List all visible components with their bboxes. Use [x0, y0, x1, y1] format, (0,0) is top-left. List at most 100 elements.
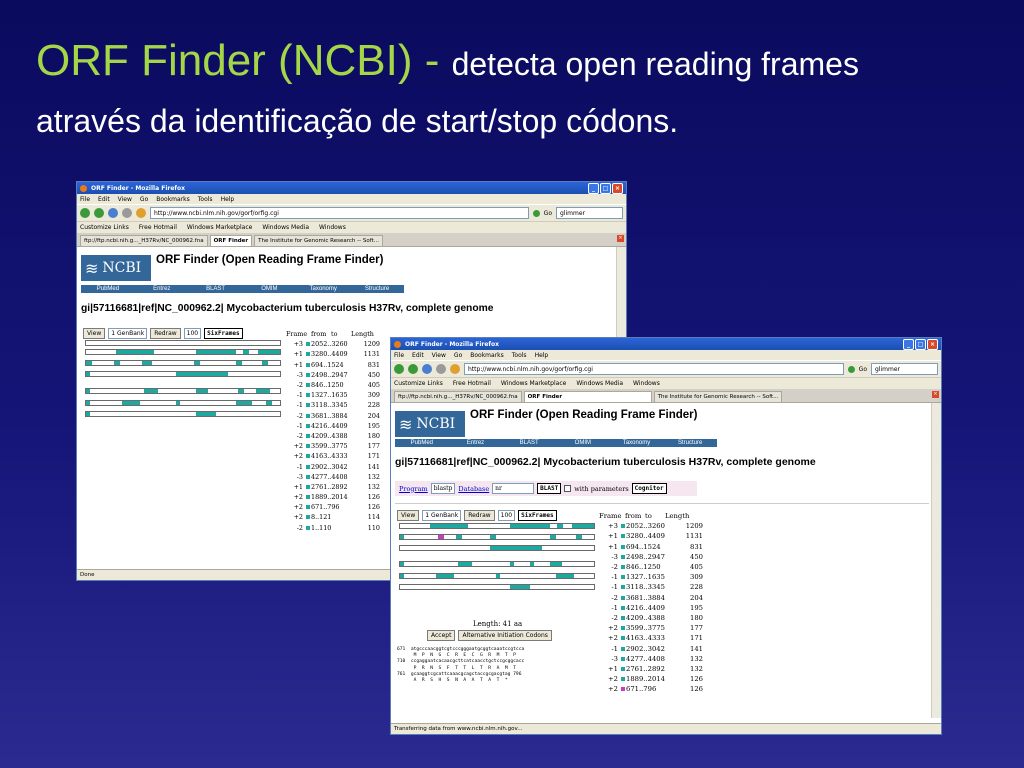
maximize-button[interactable]: □ — [915, 338, 926, 350]
orf-range[interactable]: 2902..3042 — [306, 463, 358, 471]
orf-segment[interactable] — [438, 535, 444, 539]
bookmark-windows-marketplace[interactable]: Windows Marketplace — [186, 224, 253, 231]
orf-range[interactable]: 4277..4408 — [306, 473, 358, 481]
orf-segment[interactable] — [556, 574, 574, 578]
orf-segment[interactable] — [266, 401, 272, 405]
orf-segment[interactable] — [510, 562, 514, 566]
orf-range[interactable]: 1889..2014 — [306, 493, 358, 501]
reload-icon[interactable] — [422, 364, 432, 374]
tab-tigr[interactable]: The Institute for Genomic Research -- So… — [254, 235, 383, 246]
go-icon[interactable] — [532, 209, 540, 217]
tab-orf-finder[interactable]: ORF Finder — [209, 235, 253, 246]
home-icon[interactable] — [136, 208, 146, 218]
orf-range[interactable]: 4209..4388 — [306, 432, 358, 440]
orf-range[interactable]: 671..796 — [621, 685, 679, 693]
orf-range[interactable]: 1327..1635 — [306, 391, 358, 399]
nav-omim[interactable]: OMIM — [261, 286, 278, 292]
orf-segment[interactable] — [456, 535, 462, 539]
orf-segment[interactable] — [236, 401, 252, 405]
menu-go[interactable]: Go — [139, 195, 149, 203]
minimize-button[interactable]: _ — [903, 338, 914, 350]
accept-button[interactable]: Accept — [427, 630, 456, 641]
nav-blast[interactable]: BLAST — [519, 440, 539, 446]
view-button[interactable]: View — [83, 328, 106, 339]
menu-view[interactable]: View — [117, 195, 132, 203]
orf-segment[interactable] — [430, 524, 468, 528]
orf-range[interactable]: 2761..2892 — [306, 483, 358, 491]
orf-range[interactable]: 8..121 — [306, 513, 358, 521]
minimize-button[interactable]: _ — [588, 182, 599, 194]
orf-segment[interactable] — [122, 401, 140, 405]
orf-segment[interactable] — [550, 562, 562, 566]
nav-entrez[interactable]: Entrez — [466, 440, 485, 446]
reload-icon[interactable] — [108, 208, 118, 218]
sixframes-button[interactable]: SixFrames — [204, 328, 243, 339]
redraw-button[interactable]: Redraw — [464, 510, 495, 521]
forward-icon[interactable] — [94, 208, 104, 218]
orf-range[interactable]: 846..1250 — [306, 381, 358, 389]
frame-bar[interactable] — [399, 561, 595, 567]
address-bar[interactable]: http://www.ncbi.nlm.nih.gov/gorf/orfig.c… — [150, 207, 529, 219]
menu-go[interactable]: Go — [453, 351, 463, 359]
orf-segment[interactable] — [400, 562, 404, 566]
orf-segment[interactable] — [496, 574, 500, 578]
address-bar[interactable]: http://www.ncbi.nlm.nih.gov/gorf/orfig.c… — [464, 363, 844, 375]
menu-bookmarks[interactable]: Bookmarks — [470, 351, 504, 359]
orf-segment[interactable] — [116, 350, 154, 354]
database-link[interactable]: Database — [458, 484, 490, 493]
go-icon[interactable] — [847, 365, 855, 373]
orf-range[interactable]: 2052..3260 — [306, 340, 358, 348]
bookmark-windows[interactable]: Windows — [319, 224, 346, 231]
orf-range[interactable]: 4163..4333 — [306, 452, 358, 460]
count-select[interactable]: 100 — [497, 510, 516, 521]
maximize-button[interactable]: □ — [600, 182, 611, 194]
orf-segment[interactable] — [114, 361, 120, 365]
orf-segment[interactable] — [86, 389, 90, 393]
nav-pubmed[interactable]: PubMed — [410, 440, 434, 446]
google-search-input[interactable]: glimmer — [871, 363, 938, 375]
nav-blast[interactable]: BLAST — [206, 286, 226, 292]
database-select[interactable]: nr — [492, 483, 535, 494]
nav-entrez[interactable]: Entrez — [153, 286, 171, 292]
bookmark-free-hotmail[interactable]: Free Hotmail — [138, 224, 177, 231]
close-tab-icon[interactable]: × — [617, 235, 624, 242]
tab-orf-finder[interactable]: ORF Finder — [523, 391, 652, 402]
tab-ftp[interactable]: ftp://ftp.ncbi.nih.g..._H37Rv/NC_000962.… — [80, 235, 208, 246]
orf-segment[interactable] — [144, 389, 158, 393]
frame-bar[interactable] — [85, 371, 281, 377]
orf-segment[interactable] — [86, 361, 92, 365]
orf-range[interactable]: 3599..3775 — [306, 442, 358, 450]
genbank-select[interactable]: 1 GenBank — [108, 328, 148, 339]
stop-icon[interactable] — [436, 364, 446, 374]
frame-bar[interactable] — [85, 400, 281, 406]
orf-segment[interactable] — [196, 350, 236, 354]
back-icon[interactable] — [80, 208, 90, 218]
nav-taxonomy[interactable]: Taxonomy — [622, 440, 651, 446]
orf-segment[interactable] — [490, 535, 496, 539]
orf-segment[interactable] — [258, 350, 280, 354]
nav-taxonomy[interactable]: Taxonomy — [309, 286, 337, 292]
menu-tools[interactable]: Tools — [511, 351, 527, 359]
orf-segment[interactable] — [196, 412, 216, 416]
home-icon[interactable] — [450, 364, 460, 374]
orf-segment[interactable] — [238, 389, 244, 393]
frame-bar[interactable] — [399, 545, 595, 551]
orf-range[interactable]: 4277..4408 — [621, 655, 679, 663]
bookmark-customize-links[interactable]: Customize Links — [394, 380, 443, 387]
